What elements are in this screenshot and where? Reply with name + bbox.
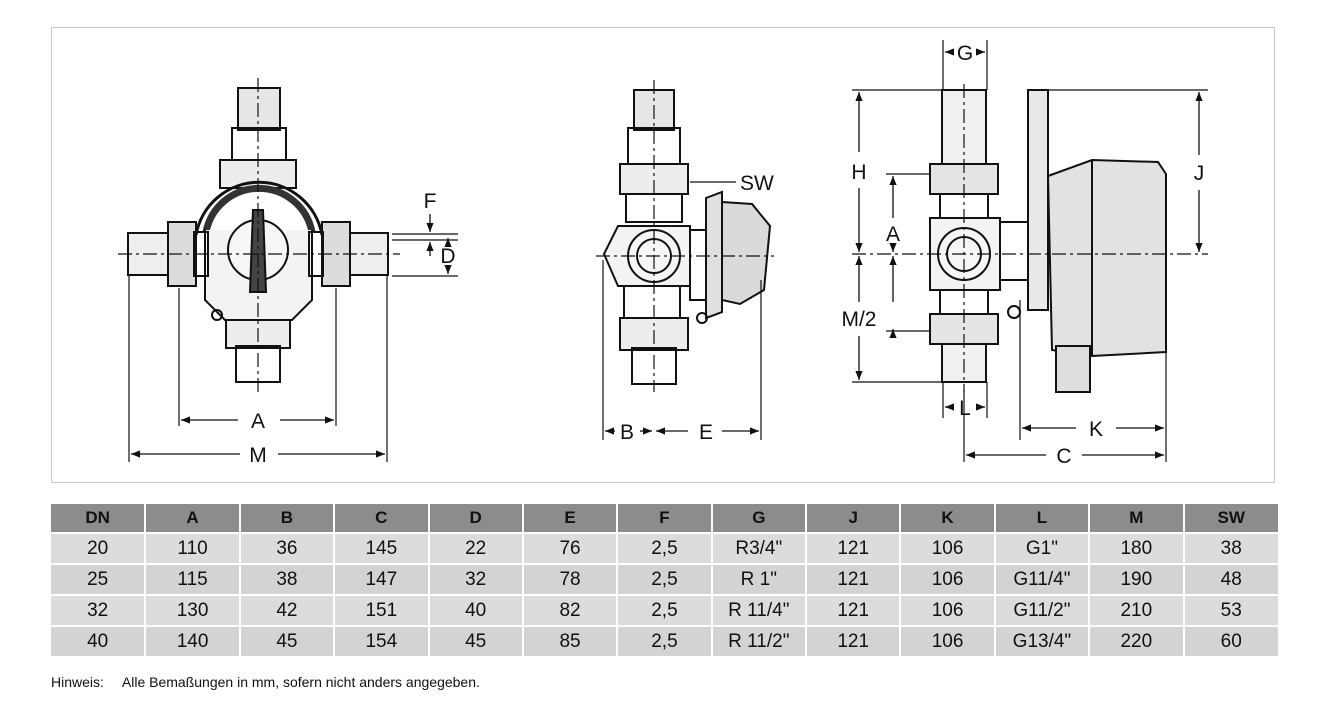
table-cell: G13/4" — [994, 625, 1091, 656]
col-header: E — [522, 504, 619, 533]
table-cell: 145 — [334, 532, 430, 564]
dim-label-L: L — [959, 397, 971, 420]
col-header: M — [1089, 504, 1185, 533]
col-header: DN — [51, 504, 147, 533]
table-cell: G1" — [994, 532, 1091, 564]
dim-label-E: E — [699, 421, 713, 444]
table-cell: 32 — [51, 594, 147, 626]
table-cell: G11/2" — [994, 594, 1091, 626]
col-header: F — [617, 504, 713, 533]
dim-label-D: D — [440, 245, 455, 268]
table-cell: 40 — [428, 594, 524, 626]
table-cell: R 1" — [711, 563, 808, 595]
table-cell: 60 — [1183, 625, 1278, 656]
technical-drawing: A M F D SW B E — [118, 40, 1208, 468]
col-header: K — [900, 504, 996, 533]
front-centerlines — [118, 78, 458, 462]
table-cell: 106 — [900, 594, 996, 626]
table-cell: 2,5 — [617, 563, 713, 595]
middle-view — [602, 89, 772, 385]
table-cell: 2,5 — [617, 594, 713, 626]
dim-label-SW: SW — [740, 172, 774, 195]
table-cell: 40 — [51, 625, 147, 656]
dim-label-G: G — [957, 42, 973, 65]
dim-label-J: J — [1194, 162, 1205, 185]
table-cell: 22 — [428, 532, 524, 564]
col-header: G — [711, 504, 808, 533]
table-cell: 154 — [334, 625, 430, 656]
middle-centerlines — [596, 80, 774, 440]
table-cell: 53 — [1183, 594, 1278, 626]
table-cell: R 11/4" — [711, 594, 808, 626]
dim-label-B: B — [620, 421, 634, 444]
col-header: L — [994, 504, 1091, 533]
table-cell: 121 — [806, 532, 902, 564]
front-view — [127, 87, 389, 383]
footnote-text: Alle Bemaßungen in mm, sofern nicht ande… — [121, 674, 480, 690]
table-cell: R3/4" — [711, 532, 808, 564]
dim-label-H: H — [851, 161, 866, 184]
dim-label-F: F — [424, 190, 437, 213]
col-header: A — [145, 504, 241, 533]
side-dimensions — [855, 48, 1203, 459]
table-cell: 190 — [1089, 563, 1185, 595]
col-header: J — [806, 504, 902, 533]
table-cell: 106 — [900, 563, 996, 595]
side-view — [929, 89, 1167, 393]
table-cell: 121 — [806, 625, 902, 656]
table-cell: 38 — [239, 563, 336, 595]
dim-label-M-half: M/2 — [841, 308, 876, 331]
table-cell: 2,5 — [617, 625, 713, 656]
table-cell: 110 — [145, 532, 241, 564]
table-cell: 32 — [428, 563, 524, 595]
table-cell: 220 — [1089, 625, 1185, 656]
table-cell: 78 — [522, 563, 619, 595]
table-cell: 85 — [522, 625, 619, 656]
table-cell: R 11/2" — [711, 625, 808, 656]
table-cell: 210 — [1089, 594, 1185, 626]
table-cell: 42 — [239, 594, 336, 626]
table-cell: 76 — [522, 532, 619, 564]
col-header: D — [428, 504, 524, 533]
dim-label-K: K — [1089, 418, 1103, 441]
table-cell: 38 — [1183, 532, 1278, 564]
table-cell: 25 — [51, 563, 147, 595]
footnote: Hinweis: Alle Bemaßungen in mm, sofern ni… — [51, 674, 480, 690]
col-header: B — [239, 504, 336, 533]
table-cell: G11/4" — [994, 563, 1091, 595]
table-cell: 147 — [334, 563, 430, 595]
table-cell: 106 — [900, 625, 996, 656]
table-cell: 115 — [145, 563, 241, 595]
dim-label-A-front: A — [251, 410, 265, 433]
table-cell: 45 — [239, 625, 336, 656]
table-cell: 121 — [806, 594, 902, 626]
table-cell: 106 — [900, 532, 996, 564]
table-cell: 20 — [51, 532, 147, 564]
table-header-row: DN A B C D E F G J K L M SW — [51, 504, 1278, 533]
table-cell: 36 — [239, 532, 336, 564]
table-cell: 45 — [428, 625, 524, 656]
footnote-label: Hinweis: — [51, 674, 104, 690]
dim-label-M: M — [249, 444, 267, 467]
dim-label-C: C — [1056, 445, 1071, 468]
side-centerlines — [852, 40, 1208, 462]
table-cell: 48 — [1183, 563, 1278, 595]
col-header: C — [334, 504, 430, 533]
table-cell: 130 — [145, 594, 241, 626]
table-cell: 140 — [145, 625, 241, 656]
dim-label-A-side: A — [886, 223, 900, 246]
table-cell: 121 — [806, 563, 902, 595]
table-cell: 180 — [1089, 532, 1185, 564]
front-dimensions — [131, 214, 452, 458]
drawing-frame — [51, 27, 1275, 483]
table-cell: 151 — [334, 594, 430, 626]
table-cell: 82 — [522, 594, 619, 626]
col-header: SW — [1183, 504, 1278, 533]
table-cell: 2,5 — [617, 532, 713, 564]
